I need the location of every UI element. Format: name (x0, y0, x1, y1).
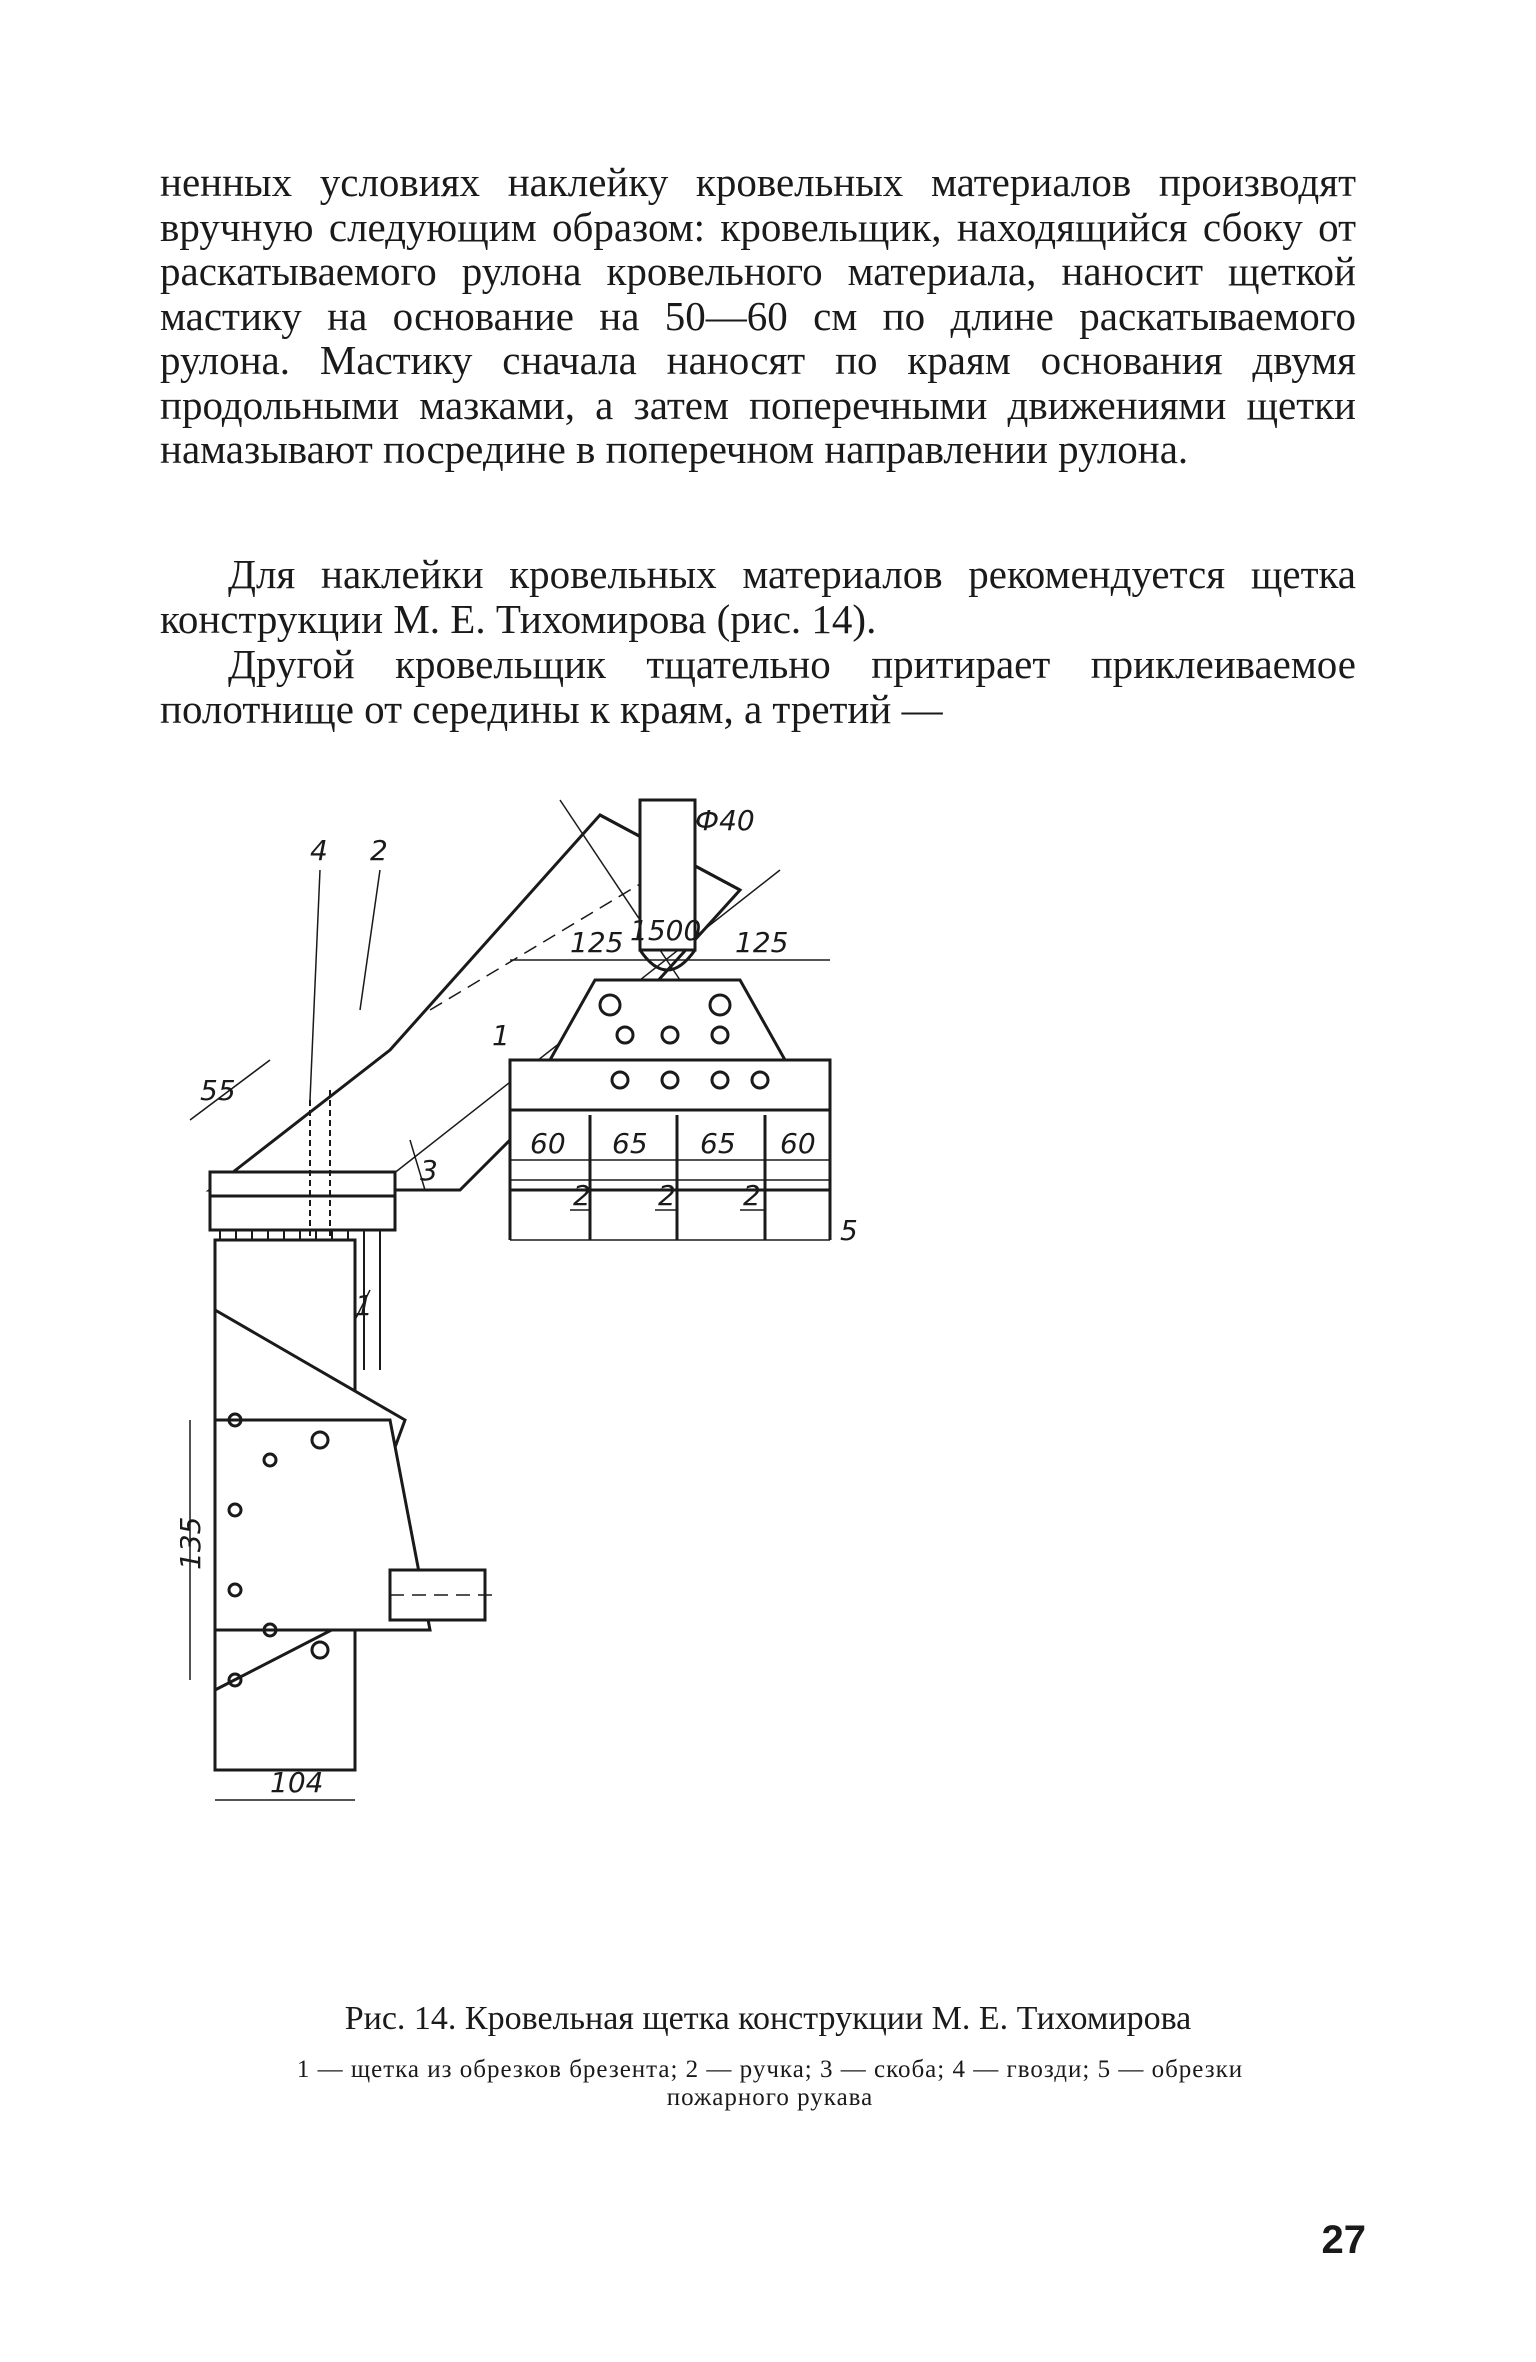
label-handle: 2 (370, 834, 388, 867)
page-number: 27 (1321, 2218, 1367, 2262)
dim-diameter: Ф40 (695, 804, 755, 837)
technical-drawing: 4 2 3 1 Ф40 1500 55 1 5 125 125 60 65 65… (149, 798, 858, 1801)
dim-gap-1: 2 (573, 1179, 591, 1212)
paragraph-1: ненных условиях наклейку кровельных мате… (160, 160, 1356, 472)
paragraph-3: Другой кровельщик тщательно притирает пр… (160, 642, 1356, 731)
plan-view (164, 1238, 500, 1801)
front-view (508, 798, 832, 1241)
dim-bottom-1: 60 (530, 1127, 566, 1160)
dim-top-right: 125 (735, 926, 788, 959)
dim-bottom-3: 65 (700, 1127, 736, 1160)
dim-bottom-4: 60 (780, 1127, 816, 1160)
dim-plan-width: 104 (270, 1766, 323, 1799)
figure-caption-legend: 1 — щетка из обрезков брезента; 2 — ручк… (296, 2056, 1244, 2111)
dim-width: 55 (200, 1074, 236, 1107)
label-brush-front: 1 (492, 1019, 510, 1052)
dim-top-left: 125 (570, 926, 623, 959)
label-brush-side: 1 (355, 1289, 373, 1322)
figure-brush-drawing: 4 2 3 1 Ф40 1500 55 1 5 125 125 60 65 65… (149, 770, 1330, 1980)
paragraph-1-text: ненных условиях наклейку кровельных мате… (160, 159, 1356, 472)
paragraph-3-text: Другой кровельщик тщательно притирает пр… (160, 641, 1356, 732)
dim-gap-3: 2 (743, 1179, 761, 1212)
label-hose-pieces: 5 (840, 1214, 858, 1247)
dim-length: 1500 (630, 914, 701, 947)
dim-plan-inner-height: 135 (180, 1517, 207, 1570)
paragraph-2-text: Для наклейки кровельных материалов реком… (160, 551, 1356, 642)
label-bracket: 3 (420, 1154, 438, 1187)
label-nails: 4 (310, 834, 328, 867)
paragraph-2: Для наклейки кровельных материалов реком… (160, 552, 1356, 641)
dim-gap-2: 2 (658, 1179, 676, 1212)
figure-caption-title: Рис. 14. Кровельная щетка конструкции М.… (344, 2000, 1192, 2037)
dim-bottom-2: 65 (612, 1127, 648, 1160)
